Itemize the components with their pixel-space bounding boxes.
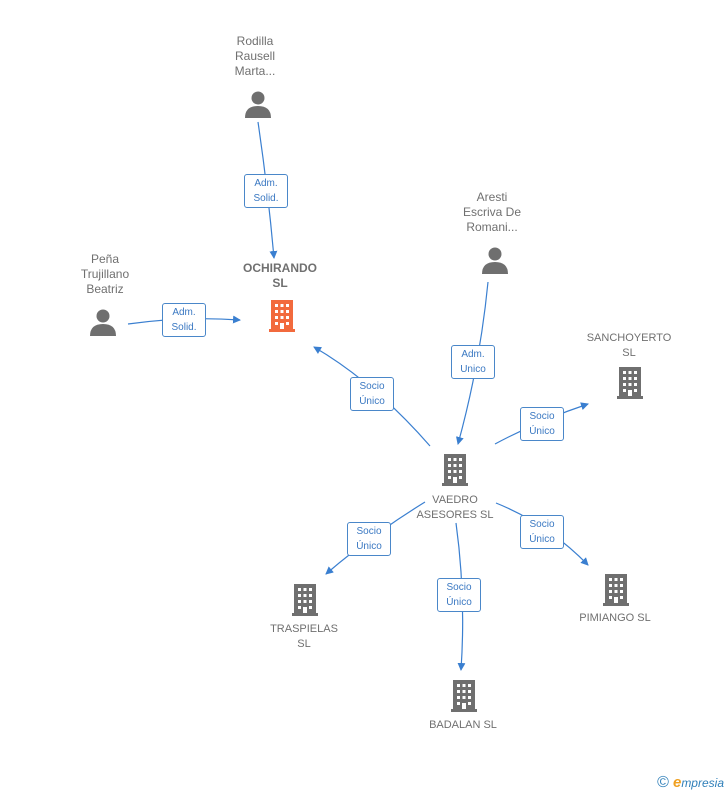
edge-label-vaedro-pimiango[interactable]: Socio Único (520, 515, 564, 549)
building-icon[interactable] (266, 298, 298, 334)
building-icon[interactable] (289, 582, 321, 618)
person-icon[interactable] (88, 307, 118, 337)
person-icon[interactable] (480, 245, 510, 275)
building-icon[interactable] (448, 678, 480, 714)
edge-label-vaedro-ochirando[interactable]: Socio Único (350, 377, 394, 411)
edge-label-pena-ochirando[interactable]: Adm. Solid. (162, 303, 206, 337)
node-label-ochirando[interactable]: OCHIRANDO SL (243, 261, 317, 290)
edge-label-vaedro-badalan[interactable]: Socio Único (437, 578, 481, 612)
node-label-badalan[interactable]: BADALAN SL (429, 719, 497, 731)
node-label-traspielas[interactable]: TRASPIELAS SL (270, 623, 338, 650)
node-label-pena[interactable]: Peña Trujillano Beatriz (80, 252, 130, 296)
node-label-rodilla[interactable]: Rodilla Rausell Marta... (234, 34, 276, 78)
node-label-pimiango[interactable]: PIMIANGO SL (579, 612, 651, 624)
node-label-sanchoyerto[interactable]: SANCHOYERTO SL (586, 332, 672, 359)
building-icon[interactable] (439, 452, 471, 488)
copyright-icon: © (657, 774, 669, 791)
node-label-aresti[interactable]: Aresti Escriva De Romani... (462, 190, 521, 234)
edge-label-vaedro-traspielas[interactable]: Socio Único (347, 522, 391, 556)
building-icon[interactable] (614, 365, 646, 401)
person-icon[interactable] (243, 89, 273, 119)
empresia-logo[interactable]: ©empresia (657, 774, 724, 791)
edge-label-vaedro-sanchoyerto[interactable]: Socio Único (520, 407, 564, 441)
edge-label-aresti-vaedro[interactable]: Adm. Unico (451, 345, 495, 379)
building-icon[interactable] (600, 572, 632, 608)
node-label-vaedro[interactable]: VAEDRO ASESORES SL (416, 494, 494, 521)
edge-label-rodilla-ochirando[interactable]: Adm. Solid. (244, 174, 288, 208)
